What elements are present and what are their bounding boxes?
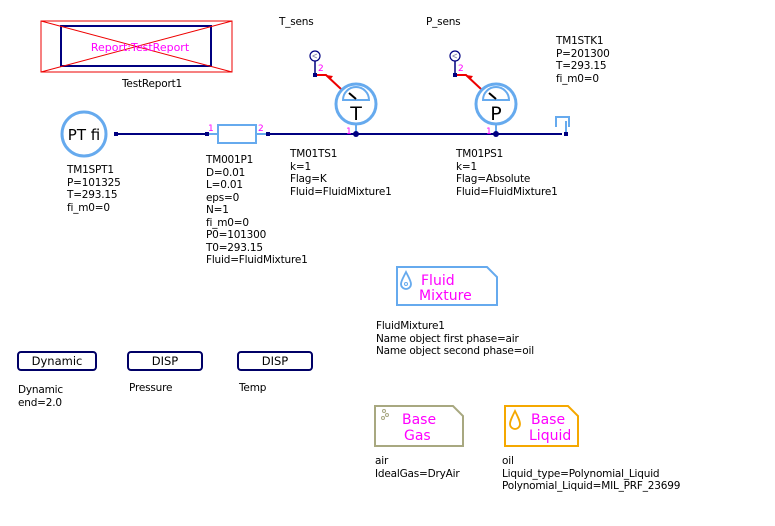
dynamic-params: Dynamic end=2.0 [18,384,63,409]
pipe-component[interactable]: 1 2 [205,124,270,144]
tank-component[interactable] [555,116,570,136]
report-inner-frame [60,25,212,67]
pressure-port-1-label: 1 [486,127,492,137]
temperature-sensor[interactable]: 2 T 1 [309,50,378,137]
pressure-port-2-label: 2 [458,64,464,74]
base-liquid-frame [504,405,579,447]
pipe-port-2-label: 2 [258,124,264,134]
pipe-body-icon [217,124,257,144]
temp-sensor-port-2[interactable] [313,73,317,77]
base-gas-title-2: Gas [404,428,431,444]
base-gas-title-1: Base [402,412,436,428]
pipe-port-1-label: 1 [208,124,214,134]
fluid-mixture-title-2: Mixture [419,288,472,304]
pressure-output-label: P_sens [426,16,461,28]
pipe-port-1[interactable] [205,132,209,136]
droplet-icon [400,269,412,290]
pipe-params: TM001P1 D=0.01 L=0.01 eps=0 N=1 fi_m0=0 … [206,154,308,266]
pressure-sensor-port-1[interactable] [493,131,499,137]
source-circle-icon [60,110,108,158]
pressure-gauge-needle [488,92,497,100]
gas-molecules-icon [382,409,386,413]
temp-signal-arrow-icon [326,75,333,80]
pressure-signal-arrow-icon [466,75,473,80]
temp-sensor-port-1[interactable] [353,131,359,137]
fluid-mixture-block[interactable]: Fluid Mixture [396,266,498,306]
report-name-label: TestReport1 [122,78,182,90]
tank-port[interactable] [564,132,568,136]
base-gas-block[interactable]: Base Gas [374,405,464,447]
pressure-output-connector-icon[interactable] [449,50,461,62]
base-gas-params: air IdealGas=DryAir [375,455,460,480]
base-liquid-title-2: Liquid [529,428,571,444]
source-port[interactable] [114,132,118,136]
disp-temp-block[interactable]: DISP [237,351,313,371]
tank-params: TM1STK1 P=201300 T=293.15 fi_m0=0 [556,35,610,85]
source-params: TM1SPT1 P=101325 T=293.15 fi_m0=0 [67,164,121,214]
temp-port-1-label: 1 [346,127,352,137]
temp-port-2-label: 2 [318,64,324,74]
base-liquid-params: oil Liquid_type=Polynomial_Liquid Polyno… [502,455,681,492]
pressure-sensor-port-2[interactable] [453,73,457,77]
report-block[interactable]: Report:TestReport [40,20,233,73]
pressure-temperature-source[interactable]: PT fi [60,110,118,158]
temp-sensor-symbol: T [349,103,362,125]
source-symbol: PT fi [68,126,100,144]
temp-output-connector-icon[interactable] [309,50,321,62]
pipe-port-2[interactable] [266,132,270,136]
fluid-mixture-params: FluidMixture1 Name object first phase=ai… [376,320,534,357]
fluid-mixture-title-1: Fluid [421,273,455,289]
base-liquid-title-1: Base [531,412,565,428]
report-outer-frame [40,20,233,73]
tank-icon [555,116,570,127]
disp-pressure-block[interactable]: DISP [127,351,203,371]
pressure-sensor[interactable]: 2 P 1 [449,50,518,137]
disp-pressure-params: Pressure [129,382,173,394]
dynamic-control-block[interactable]: Dynamic [17,351,97,371]
temp-output-label: T_sens [279,16,314,28]
base-liquid-block[interactable]: Base Liquid [504,405,579,447]
pressure-sensor-symbol: P [490,103,501,125]
base-gas-frame [374,405,464,447]
pressure-sensor-params: TM01PS1 k=1 Flag=Absolute Fluid=FluidMix… [456,148,558,198]
temp-sensor-params: TM01TS1 k=1 Flag=K Fluid=FluidMixture1 [290,148,392,198]
fluid-mixture-frame [396,266,498,306]
report-cross-line-2 [40,20,233,73]
report-inner-label: Report:TestReport [91,41,190,54]
disp-temp-params: Temp [239,382,267,394]
liquid-droplet-icon [509,408,521,430]
temp-gauge-needle [348,92,357,100]
